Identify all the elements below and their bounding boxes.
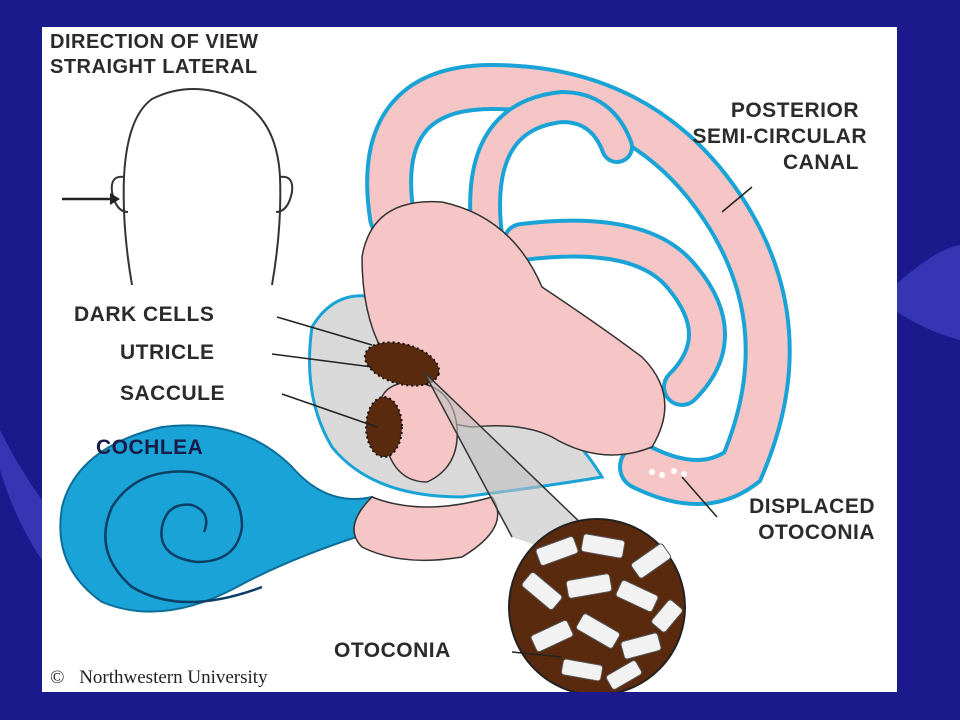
posterior-label-3: CANAL <box>783 151 859 174</box>
semicircular-canals <box>365 62 792 506</box>
saccule-label: SACCULE <box>120 382 226 405</box>
cochlea-shape <box>59 424 373 613</box>
arrow-icon <box>62 193 120 205</box>
posterior-label-2: SEMI-CIRCULAR <box>692 125 867 148</box>
displaced-label-1: DISPLACED <box>749 495 875 518</box>
copyright-symbol: © <box>50 667 65 688</box>
utricle-label: UTRICLE <box>120 341 215 364</box>
header-line-2: STRAIGHT LATERAL <box>50 56 258 78</box>
cochlea-label: COCHLEA <box>96 436 204 459</box>
otoconia-label: OTOCONIA <box>334 639 451 662</box>
utricle-macula <box>363 341 441 387</box>
displaced-otoconia-dots <box>649 468 687 478</box>
credit-text: Northwestern University <box>79 667 268 688</box>
dark-cells-label: DARK CELLS <box>74 303 215 326</box>
diagram-panel: DIRECTION OF VIEW STRAIGHT LATERAL POSTE… <box>42 27 897 692</box>
otoconia-magnified <box>508 518 686 692</box>
header-line-1: DIRECTION OF VIEW <box>50 31 259 53</box>
credit: © Northwestern University <box>50 667 268 689</box>
head-outline <box>110 88 294 286</box>
saccule-macula <box>365 396 403 458</box>
displaced-label-2: OTOCONIA <box>758 521 875 544</box>
inner-ear-illustration <box>59 62 792 692</box>
posterior-label-1: POSTERIOR <box>730 99 859 122</box>
leader-lines <box>271 186 753 658</box>
